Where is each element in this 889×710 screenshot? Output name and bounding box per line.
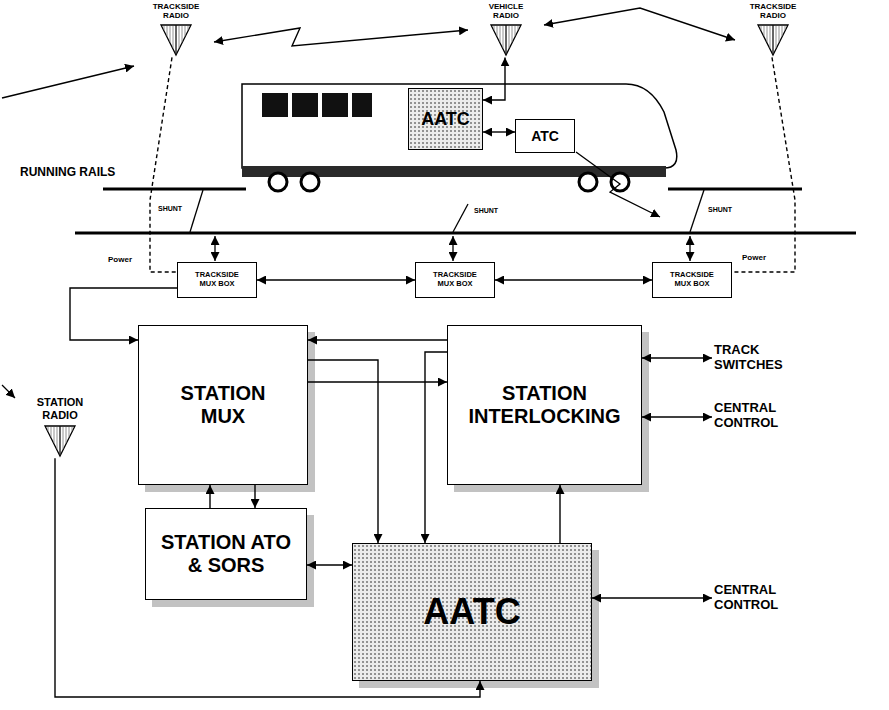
power-label: Power	[108, 256, 132, 265]
station-mux-box: STATION MUX	[138, 325, 308, 485]
incoming-arrow	[2, 66, 134, 98]
shunts	[190, 190, 704, 232]
node-text: TRACKSIDE MUX BOX	[425, 271, 485, 288]
track-switches: TRACK SWITCHES	[712, 340, 822, 376]
mux-box: TRACKSIDE MUX BOX	[415, 262, 495, 298]
connector	[308, 360, 378, 543]
node-text: TRACKSIDE RADIO	[743, 2, 803, 20]
connector	[544, 8, 735, 40]
running-rails	[75, 189, 856, 233]
node-text: AATC	[421, 109, 470, 130]
vehicle-aatc-box: AATC	[408, 88, 483, 150]
shunt-label: SHUNT	[474, 207, 498, 215]
rail-label: RUNNING RAILS	[20, 166, 115, 179]
shunt-label: SHUNT	[708, 206, 732, 214]
node-text: STATION RADIO	[25, 396, 95, 421]
mux-box: TRACKSIDE MUX BOX	[652, 262, 732, 298]
interlocking-box: STATION INTERLOCKING	[447, 325, 642, 485]
station-radio-pointer	[2, 385, 15, 398]
connector	[592, 597, 712, 598]
antenna-symbol	[159, 23, 193, 57]
connector	[483, 131, 515, 132]
node-text: TRACKSIDE MUX BOX	[662, 271, 722, 288]
node-text: AATC	[423, 591, 520, 632]
antenna-symbol	[489, 23, 523, 57]
connector	[559, 485, 560, 543]
node-text: TRACKSIDE MUX BOX	[187, 271, 247, 288]
node-text: VEHICLE RADIO	[481, 2, 531, 20]
node-text: STATION INTERLOCKING	[457, 382, 632, 428]
node-text: CENTRAL CONTROL	[714, 401, 809, 431]
trackside-radio: TRACKSIDE RADIO	[735, 2, 811, 57]
power-line	[150, 57, 177, 272]
shunt-label: SHUNT	[158, 205, 182, 213]
connector	[209, 485, 210, 508]
shunt-arrows	[215, 236, 690, 261]
connector	[495, 279, 652, 280]
ato-sors-box: STATION ATO & SORS	[145, 508, 307, 600]
central-control: CENTRAL CONTROL	[712, 398, 822, 434]
node-text: TRACKSIDE RADIO	[146, 2, 206, 20]
power-label: Power	[742, 254, 766, 263]
antenna-symbol	[756, 23, 790, 57]
connector	[642, 416, 712, 417]
trackside-radio: TRACKSIDE RADIO	[138, 2, 214, 57]
atc-box: ATC	[515, 119, 575, 153]
node-text: ATC	[531, 128, 559, 144]
node-text: CENTRAL CONTROL	[714, 583, 809, 613]
connector	[307, 564, 352, 565]
connector	[308, 339, 447, 340]
node-text: TRACK SWITCHES	[714, 343, 809, 373]
atc-signal-arrow	[576, 152, 660, 217]
node-text: STATION ATO & SORS	[156, 531, 296, 577]
connector	[483, 57, 505, 100]
node-text: STATION MUX	[163, 382, 283, 428]
vehicle-radio: VEHICLE RADIO	[468, 2, 544, 57]
connector	[254, 485, 255, 508]
aatc-box: AATC	[352, 543, 592, 681]
connector	[642, 357, 712, 358]
connector	[257, 279, 415, 280]
central-control: CENTRAL CONTROL	[712, 580, 822, 616]
antenna-symbol	[43, 424, 77, 458]
mux-box: TRACKSIDE MUX BOX	[177, 262, 257, 298]
connector	[214, 28, 468, 46]
station-radio: STATION RADIO	[20, 396, 100, 458]
train	[242, 84, 677, 191]
power-line	[732, 57, 795, 272]
connector	[425, 352, 447, 543]
